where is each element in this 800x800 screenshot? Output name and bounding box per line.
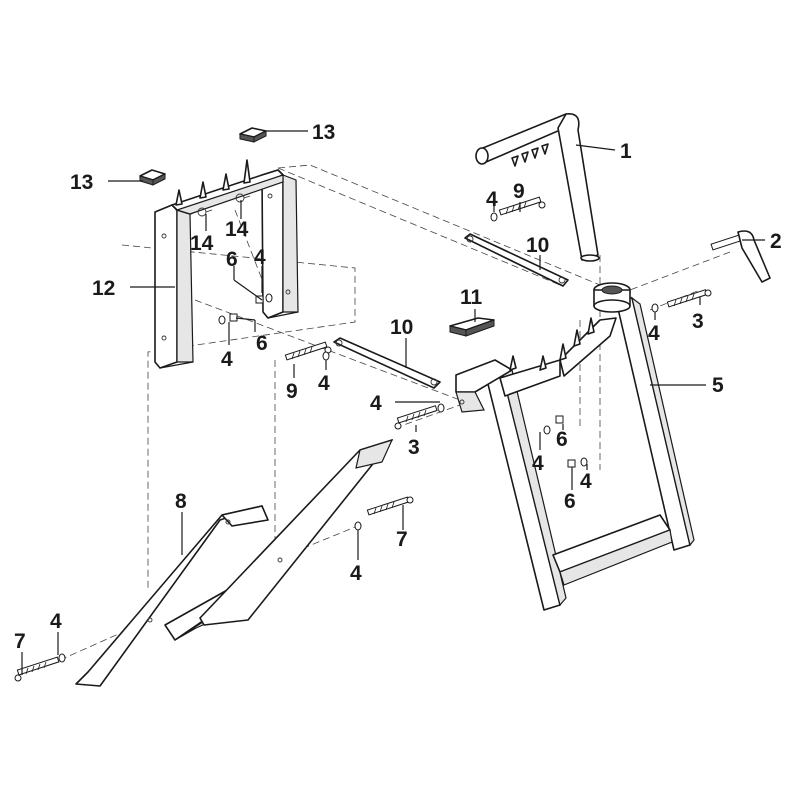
callout-8: 8 xyxy=(175,490,187,513)
callout-9-upper: 9 xyxy=(513,180,525,203)
callout-1: 1 xyxy=(620,140,632,163)
clip-right xyxy=(235,193,251,203)
leader-lines xyxy=(21,130,765,675)
callout-4-base-right: 4 xyxy=(350,562,362,585)
callout-3-left: 3 xyxy=(408,436,420,459)
clip-left xyxy=(197,207,213,217)
callout-4-frame-left: 4 xyxy=(370,392,382,415)
callout-10-lower: 10 xyxy=(390,316,413,339)
callout-6-bracket-bottom: 6 xyxy=(256,332,268,355)
callout-7-base-left: 7 xyxy=(14,630,26,653)
callout-4-bracket-top: 4 xyxy=(254,246,266,269)
callout-6-frame-lower: 6 xyxy=(564,490,576,513)
callout-4-lower-bolt: 4 xyxy=(318,372,330,395)
callout-11: 11 xyxy=(460,286,483,309)
callout-6-frame-upper: 6 xyxy=(556,428,568,451)
callout-labels: 1 2 3 3 4 4 4 4 4 4 4 4 4 4 5 6 6 6 6 7 … xyxy=(14,121,782,653)
callout-6-bracket-top: 6 xyxy=(226,248,238,271)
bolt-7-right xyxy=(366,496,414,516)
callout-12: 12 xyxy=(92,277,115,300)
callout-10-upper: 10 xyxy=(526,234,549,257)
end-cap-right xyxy=(239,127,267,143)
callout-4-right-frame: 4 xyxy=(648,322,660,345)
callout-5: 5 xyxy=(712,374,724,397)
bracket-spikes xyxy=(175,159,251,206)
callout-2: 2 xyxy=(770,230,782,253)
base-foot xyxy=(75,439,394,687)
callout-4-base-left: 4 xyxy=(50,610,62,633)
locking-pin xyxy=(710,230,771,283)
bolt-3-left xyxy=(394,405,438,430)
frame-top-cap xyxy=(449,317,495,337)
callout-14-left: 14 xyxy=(190,232,214,255)
callout-14-right: 14 xyxy=(225,218,249,241)
callout-9-lower: 9 xyxy=(286,380,298,403)
rear-upper-bracket xyxy=(154,159,299,369)
bolt-9-lower xyxy=(284,341,332,361)
bolt-7-left xyxy=(14,656,60,682)
bolt-3-right xyxy=(666,289,712,308)
nuts xyxy=(229,295,576,468)
callout-13-left: 13 xyxy=(70,171,93,194)
end-cap-left xyxy=(139,169,166,186)
callout-7-base-right: 7 xyxy=(396,528,408,551)
main-front-frame xyxy=(455,282,695,611)
callout-4-frame-inner-lower: 4 xyxy=(580,470,592,493)
link-bar-lower xyxy=(333,337,441,389)
callout-4-frame-inner-upper: 4 xyxy=(532,452,544,475)
callout-4-bracket-bottom: 4 xyxy=(221,348,233,371)
callout-13-right: 13 xyxy=(312,121,335,144)
callout-3-right: 3 xyxy=(692,310,704,333)
callout-4-upper-right: 4 xyxy=(486,188,498,211)
handle xyxy=(475,113,600,262)
link-bar-upper xyxy=(464,233,569,287)
